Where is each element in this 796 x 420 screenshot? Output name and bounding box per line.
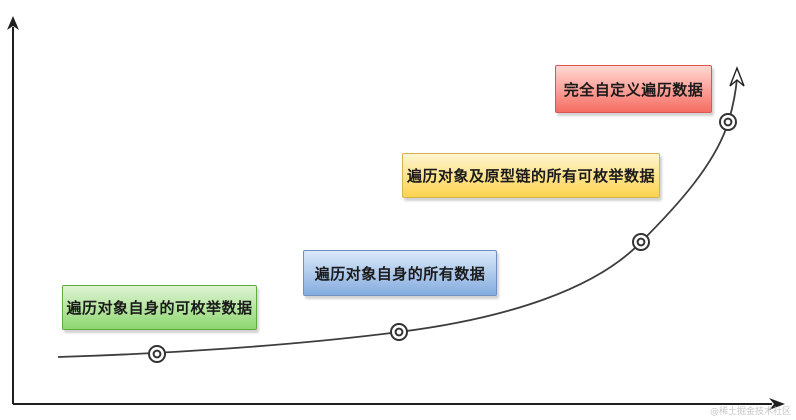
label-box-own-all-data: 遍历对象自身的所有数据	[303, 250, 497, 296]
curve-marker-3	[632, 233, 650, 251]
label-text: 完全自定义遍历数据	[563, 80, 704, 99]
label-box-fully-custom-traversal: 完全自定义遍历数据	[555, 65, 712, 113]
label-box-prototype-chain-enumerable-data: 遍历对象及原型链的所有可枚举数据	[402, 153, 660, 198]
y-axis-arrowhead-icon	[7, 16, 19, 30]
label-text: 遍历对象自身的可枚举数据	[66, 299, 253, 317]
label-text: 遍历对象及原型链的所有可枚举数据	[406, 167, 655, 185]
label-text: 遍历对象自身的所有数据	[314, 264, 486, 283]
watermark: @稀土掘金技术社区	[709, 407, 791, 417]
label-box-own-enumerable-data: 遍历对象自身的可枚举数据	[62, 285, 257, 330]
curve-marker-4	[719, 113, 737, 131]
curve-marker-1	[148, 345, 166, 363]
curve-marker-2	[390, 323, 408, 341]
x-axis-arrowhead-icon	[769, 398, 785, 410]
curve-arrowhead-icon	[729, 66, 745, 87]
